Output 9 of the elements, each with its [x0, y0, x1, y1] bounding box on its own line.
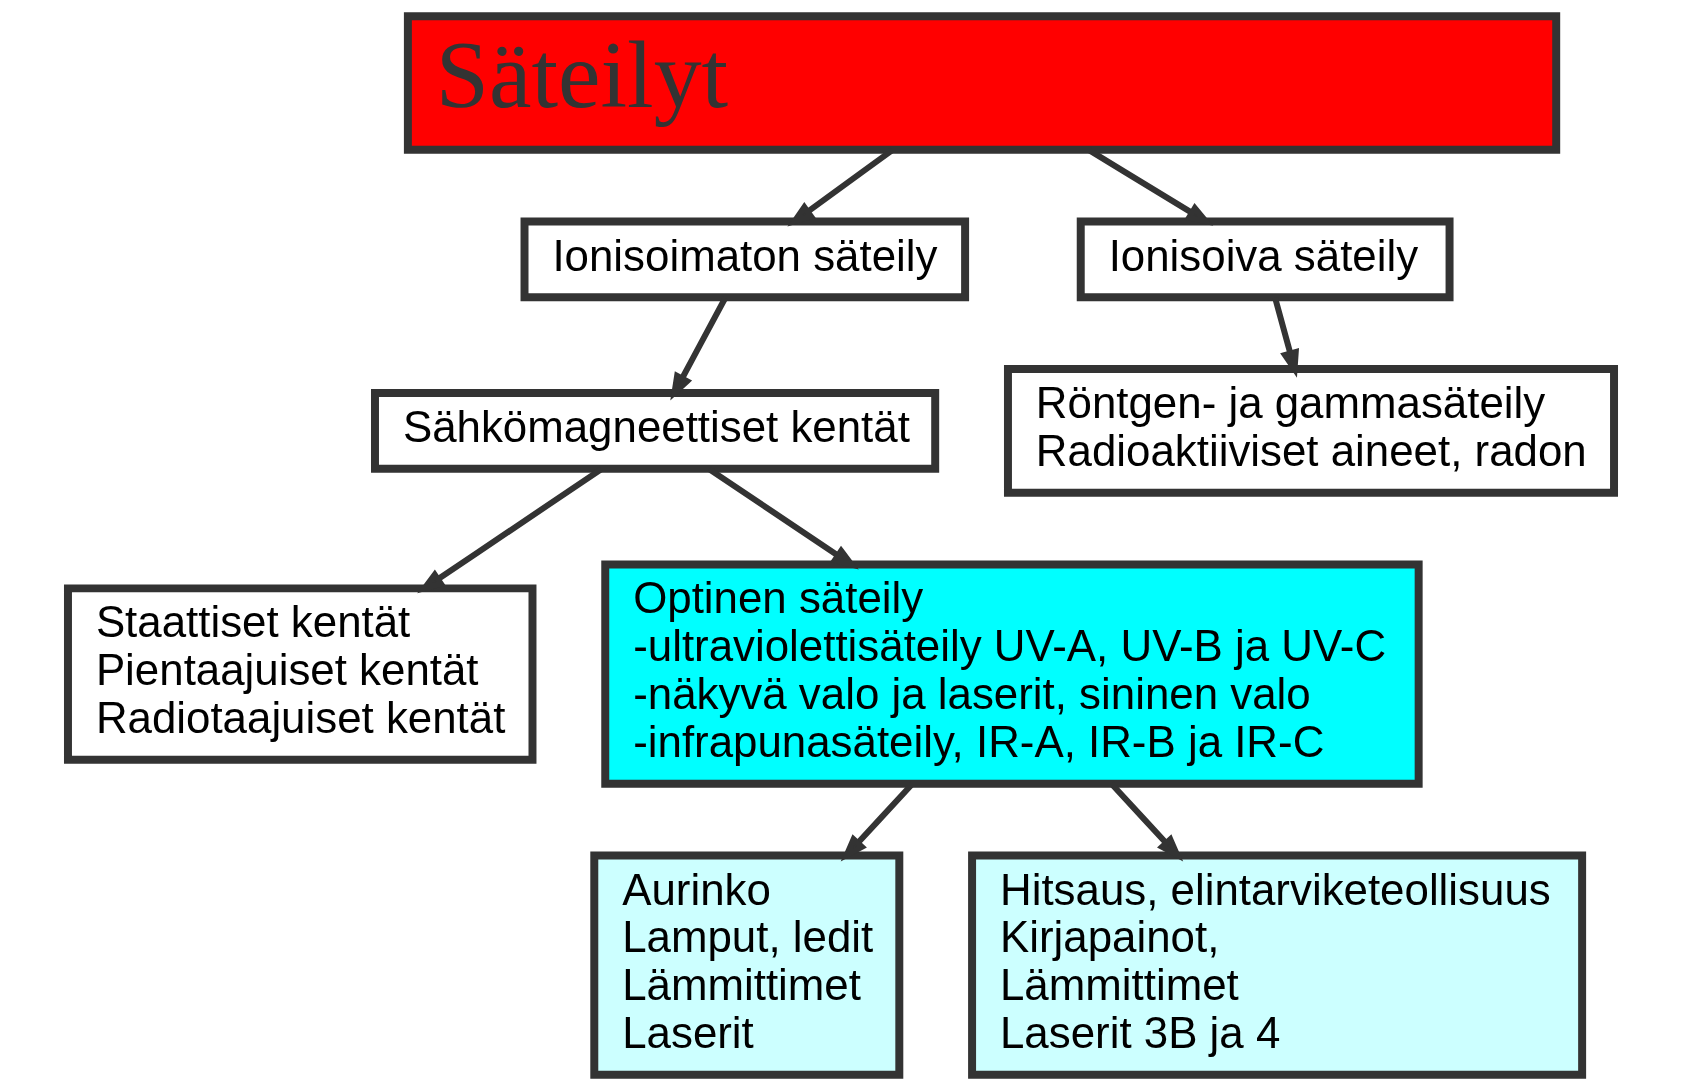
node-box: Ionisoimaton säteily [520, 217, 970, 302]
node-box: Ionisoiva säteily [1076, 217, 1454, 302]
node-box: Säteilyt [403, 12, 1561, 154]
node-box: Sähkömagneettiset kentät [371, 389, 940, 473]
node-box: Hitsaus, elintarviketeollisuus Kirjapainot, Lämmittimet Laserit 3B ja 4 [968, 851, 1587, 1079]
node-box: Optinen säteily -ultraviolettisäteily UV-A, UV-B ja UV-C -näkyvä valo ja laserit, sininen valo -infrapunasäteily, IR-A, IR-B ja IR-C [601, 560, 1423, 788]
node-box: Staattiset kentät Pientaajuiset kentät Radiotaajuiset kentät [64, 584, 537, 764]
node-box: Röntgen- ja gammasäteily Radioaktiiviset aineet, radon [1004, 365, 1618, 497]
node-box: Aurinko Lamput, ledit Lämmittimet Laserit [590, 851, 904, 1079]
